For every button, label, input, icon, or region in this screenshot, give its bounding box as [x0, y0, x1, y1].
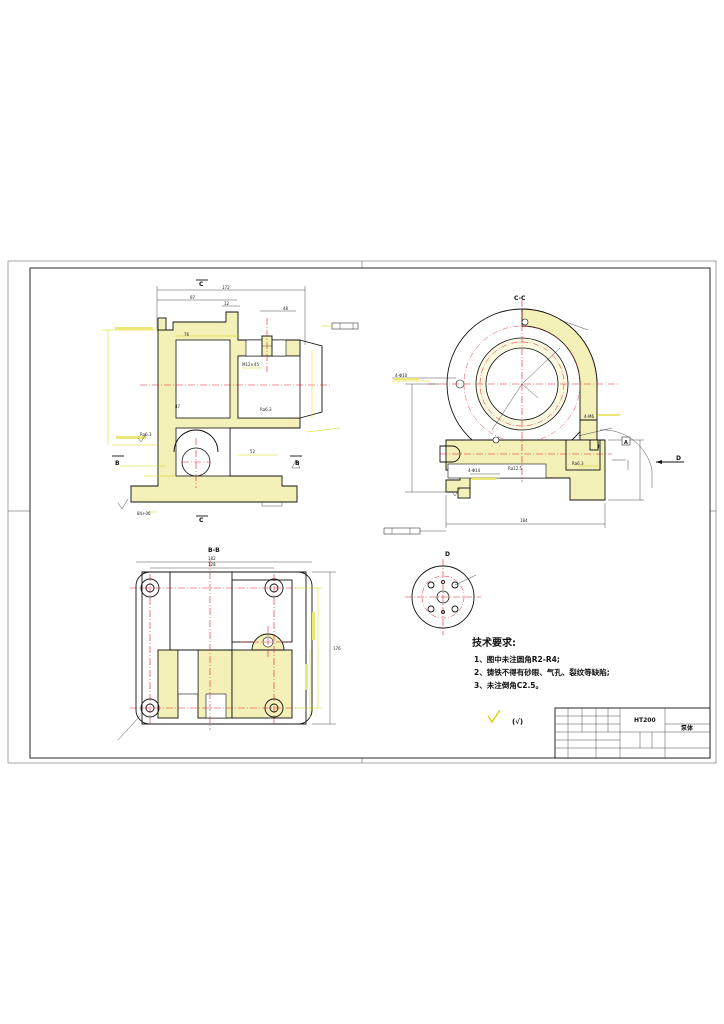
svg-text:Ra6.3: Ra6.3 — [572, 461, 584, 466]
cut-marker-b-right: B — [295, 460, 300, 467]
svg-text:182: 182 — [208, 556, 216, 561]
part-name: 泵体 — [681, 724, 694, 732]
svg-text:4-Φ14: 4-Φ14 — [468, 468, 481, 473]
section-cc-view: A 184 Ra12.5 Ra6.3 4-M6 4-Φ10 4-Φ14 — [383, 300, 684, 535]
tech-req-heading: 技术要求: — [472, 636, 516, 649]
svg-text:84+06: 84+06 — [137, 511, 151, 516]
front-section-view: 172 97 12 48 M12×45 Ra6.3 52 76 47 84+06… — [102, 279, 359, 517]
section-cc-title: C-C — [514, 295, 526, 302]
view-d-flange — [405, 559, 481, 635]
svg-text:4-M6: 4-M6 — [584, 414, 594, 419]
cut-marker-b-left: B — [115, 460, 120, 467]
svg-text:47: 47 — [175, 404, 181, 409]
title-block: HT200 泵体 — [554, 707, 711, 759]
section-bb-view: 182 128 176 — [117, 556, 341, 741]
svg-text:Ra6.3: Ra6.3 — [140, 432, 152, 437]
surface-roughness-note: (√) — [487, 709, 523, 726]
svg-text:52: 52 — [250, 449, 256, 454]
svg-text:Ra12.5: Ra12.5 — [508, 466, 523, 471]
svg-text:12: 12 — [224, 301, 230, 306]
view-d-arrow-letter: D — [676, 455, 681, 462]
svg-text:97: 97 — [190, 295, 196, 300]
svg-text:176: 176 — [333, 646, 341, 651]
section-bb-title: B-B — [208, 547, 220, 554]
svg-text:76: 76 — [184, 332, 190, 337]
svg-text:128: 128 — [208, 562, 216, 567]
svg-text:M12×45: M12×45 — [242, 362, 259, 367]
view-d-title: D — [445, 551, 450, 558]
tech-req-item-1: 1、图中未注圆角R2-R4; — [474, 654, 560, 664]
svg-text:172: 172 — [222, 285, 230, 290]
material: HT200 — [634, 717, 656, 724]
svg-text:48: 48 — [283, 306, 289, 311]
surface-roughness-other: (√) — [512, 718, 523, 726]
svg-text:4-Φ10: 4-Φ10 — [395, 373, 408, 378]
technical-requirements: 技术要求: 1、图中未注圆角R2-R4; 2、铸铁不得有砂眼、气孔、裂纹等缺陷;… — [472, 636, 610, 690]
svg-text:Ra6.3: Ra6.3 — [260, 407, 272, 412]
sheet-frame — [7, 260, 717, 764]
datum-letter: A — [624, 440, 628, 446]
cut-marker-c-bottom: C — [199, 517, 204, 524]
svg-text:184: 184 — [520, 518, 528, 523]
tech-req-item-2: 2、铸铁不得有砂眼、气孔、裂纹等缺陷; — [474, 667, 610, 677]
cut-marker-c-top: C — [199, 281, 204, 288]
tech-req-item-3: 3、未注倒角C2.5。 — [474, 680, 543, 690]
